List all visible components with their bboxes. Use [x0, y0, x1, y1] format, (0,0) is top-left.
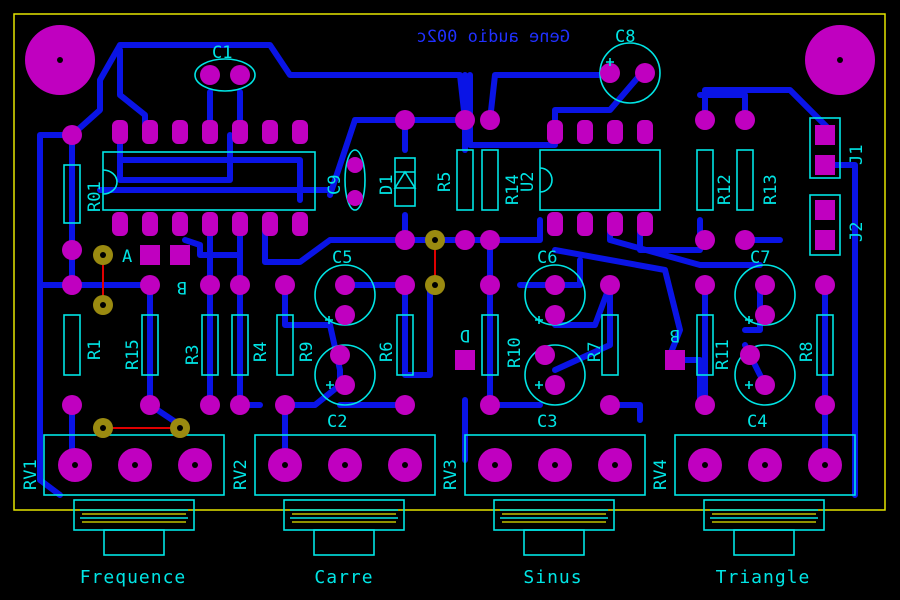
label-r10: R10	[505, 337, 525, 368]
label-rv3: RV3	[441, 459, 461, 490]
label-rv4: RV4	[651, 459, 671, 490]
label-r1: R1	[85, 340, 105, 360]
label-r15: R15	[123, 339, 143, 370]
square-pads	[140, 125, 835, 370]
label-r5: R5	[435, 172, 455, 192]
label-c4: C4	[747, 412, 767, 432]
label-rv2: RV2	[231, 459, 251, 490]
ic1-pads	[112, 120, 308, 236]
u2-pads	[547, 120, 653, 236]
label-triangle: Triangle	[716, 567, 811, 588]
label-r6: R6	[377, 342, 397, 362]
label-c9: C9	[325, 175, 345, 195]
label-r13: R13	[761, 174, 781, 205]
label-d: D	[460, 325, 470, 345]
label-b1: B	[177, 277, 187, 297]
label-c7: C7	[750, 248, 770, 268]
label-frequence: Frequence	[80, 567, 187, 588]
u2-body	[539, 149, 661, 211]
silkscreen	[43, 42, 856, 556]
label-r12: R12	[715, 174, 735, 205]
label-c2: C2	[327, 412, 347, 432]
ic1-notch	[102, 169, 118, 195]
label-r8: R8	[797, 342, 817, 362]
label-c3: C3	[537, 412, 557, 432]
polarity-marks	[325, 58, 753, 389]
round-pads	[62, 63, 835, 415]
label-r14: R14	[503, 174, 523, 205]
label-b2: B	[670, 325, 680, 345]
pads	[25, 25, 875, 482]
label-j1: J1	[847, 145, 867, 165]
label-c5: C5	[332, 248, 352, 268]
jumpers	[93, 230, 445, 438]
board-outline	[13, 13, 886, 511]
label-r3: R3	[183, 345, 203, 365]
label-r11: R11	[713, 339, 733, 370]
label-u2: U2	[518, 172, 538, 192]
label-a1: A	[122, 247, 132, 267]
ic1-body	[102, 151, 316, 211]
label-c6: C6	[537, 248, 557, 268]
label-rv1: RV1	[21, 459, 41, 490]
output-labels: Frequence Carre Sinus Triangle	[80, 567, 811, 588]
label-sinus: Sinus	[523, 567, 582, 588]
label-j2: J2	[847, 222, 867, 242]
u2-notch	[539, 167, 553, 193]
label-c8: C8	[615, 27, 635, 47]
reference-labels: C1 C8 C5 C6 C7 C2 C3 C4 A B D B R01 R1 R…	[21, 27, 867, 490]
board-title: Gene audio 002c	[416, 27, 570, 47]
label-c1: C1	[212, 43, 232, 63]
label-r7: R7	[585, 342, 605, 362]
label-r4: R4	[251, 342, 271, 362]
label-r01: R01	[85, 181, 105, 212]
label-r9: R9	[297, 342, 317, 362]
label-carre: Carre	[314, 567, 373, 588]
label-d1: D1	[377, 175, 397, 195]
